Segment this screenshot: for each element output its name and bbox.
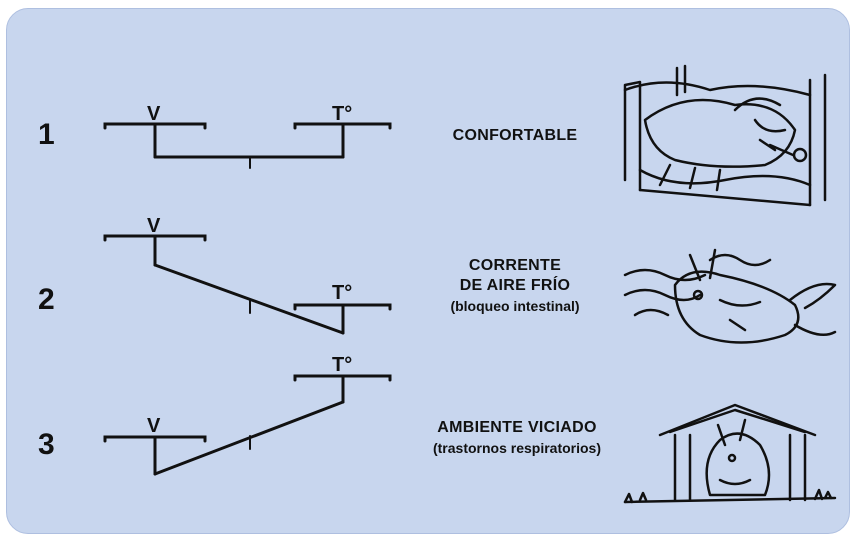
row-1-label-line-1: CONFORTABLE	[452, 127, 578, 144]
v-label-3: V	[147, 415, 161, 437]
row-1-label: CONFORTABLE	[420, 126, 610, 146]
row-3-number: 3	[38, 428, 55, 461]
balance-scale-1	[103, 122, 392, 169]
t-label-1: T°	[332, 103, 352, 125]
row-3-label: AMBIENTE VICIADO (trastornos respiratori…	[392, 418, 642, 458]
balance-scale-3	[103, 374, 392, 476]
row-3-sublabel: (trastornos respiratorios)	[432, 440, 602, 456]
row-1-number: 1	[38, 118, 55, 151]
rabbit-hutch-icon	[623, 403, 837, 504]
balance-scale-2	[103, 234, 392, 335]
row-3-label-line-1: AMBIENTE VICIADO	[437, 419, 597, 436]
t-label-3: T°	[332, 354, 352, 376]
row-2-label-line-2: DE AIRE FRÍO	[459, 277, 571, 294]
v-label-1: V	[147, 103, 161, 125]
row-2-number: 2	[38, 283, 55, 316]
rabbit-sleeping-bed-icon	[623, 64, 827, 207]
row-2-label: CORRENTE DE AIRE FRÍO (bloqueo intestina…	[410, 256, 620, 316]
diagram-panel	[6, 8, 850, 534]
row-2-sublabel: (bloqueo intestinal)	[450, 298, 580, 314]
row-2-label-line-1: CORRENTE	[468, 257, 562, 274]
rabbit-cold-draft-icon	[623, 248, 837, 344]
t-label-2: T°	[332, 282, 352, 304]
v-label-2: V	[147, 215, 161, 237]
